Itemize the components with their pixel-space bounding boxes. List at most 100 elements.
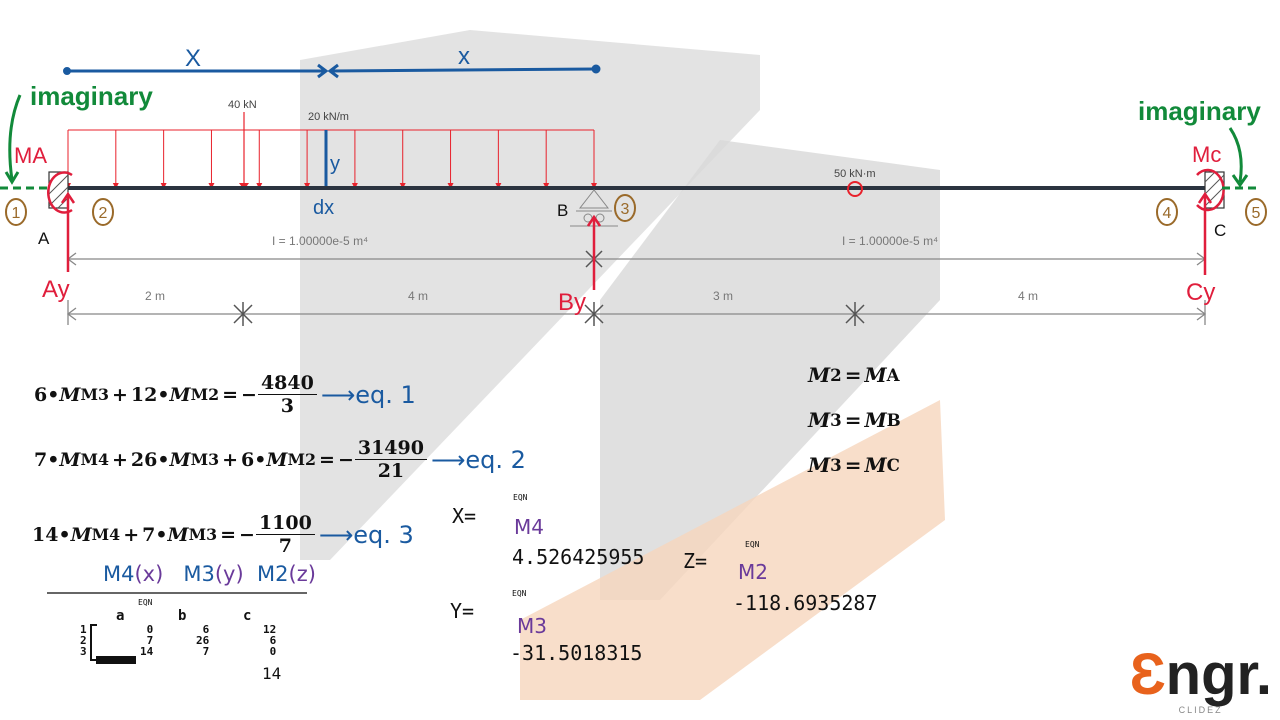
reaction-arrows (47, 168, 1225, 290)
node-label: 5 (1252, 205, 1261, 222)
matrix-screen-label: EQN (138, 598, 153, 607)
node-markers: 1 2 3 4 5 (5, 194, 1267, 226)
numerator: 4840 (257, 372, 317, 395)
eq-2-tag: ⟶eq. 2 (430, 445, 526, 474)
load-arrow (112, 130, 119, 189)
dimension-ticks (233, 250, 865, 326)
col-a-header: a (116, 608, 125, 624)
inertia-left-label: I = 1.00000e-5 m⁴ (272, 234, 368, 248)
span-3-label: 3 m (713, 289, 733, 303)
applied-moment-icon (847, 181, 863, 197)
span-1-label: 2 m (145, 289, 165, 303)
numerator: 31490 (354, 437, 427, 460)
z-var: M2 (738, 560, 768, 584)
inertia-right-label: I = 1.00000e-5 m⁴ (842, 234, 938, 248)
ma-label: MA (14, 143, 47, 168)
coef: 7 (142, 523, 156, 546)
matrix-headers: M4(x) M3(y) M2(z) (103, 562, 316, 586)
load-arrow (208, 130, 215, 189)
engr-logo: Ɛngr. CLIDEZ (1129, 642, 1272, 716)
var: M2 (190, 385, 220, 404)
watermark-gray (300, 30, 760, 560)
point-load-label: 40 kN (228, 99, 257, 111)
coef: 14 (32, 523, 59, 546)
node-marker: 1 (5, 198, 27, 226)
y-result-label: Y= (450, 599, 475, 623)
imaginary-right-label: imaginary (1138, 96, 1261, 126)
imaginary-left-label: imaginary (30, 81, 153, 111)
matrix-bracket (90, 624, 97, 661)
distributed-load-label: 20 kN/m (308, 111, 349, 123)
denominator: 3 (280, 395, 295, 417)
node-marker: 5 (1245, 198, 1267, 226)
x-right-label: x (458, 43, 470, 70)
x-left-label: X (185, 45, 201, 72)
cy-label: Cy (1186, 279, 1215, 306)
col-b-header: b (178, 608, 187, 624)
eq-label: eq. 2 (465, 445, 526, 474)
coef: 12 (130, 383, 158, 406)
x-result-label: X= (452, 504, 477, 528)
var: M3 (190, 450, 220, 469)
node-marker: 4 (1156, 198, 1178, 226)
x-screen-label: EQN (513, 493, 528, 502)
denominator: 7 (278, 535, 293, 557)
support-c-label: C (1214, 221, 1226, 240)
tick-mark (233, 302, 253, 326)
z-screen-label: EQN (745, 540, 760, 549)
mc-label: Mc (1192, 142, 1221, 167)
span-4-label: 4 m (1018, 289, 1038, 303)
node-marker: 3 (614, 194, 636, 222)
coef: 6 (34, 383, 48, 406)
eq-label: eq. 1 (355, 380, 416, 409)
var: M2 (287, 450, 317, 469)
support-a-label: A (38, 229, 50, 248)
eq-1-tag: ⟶eq. 1 (320, 380, 416, 409)
tick-mark (845, 302, 865, 326)
eq-3-tag: ⟶eq. 3 (318, 520, 414, 549)
x-dimension-arrows (63, 63, 601, 79)
z-value: -118.6935287 (733, 591, 878, 615)
var: M4 (80, 450, 109, 469)
by-label: By (558, 289, 586, 316)
node-label: 2 (99, 205, 108, 222)
matrix-cursor[interactable] (96, 656, 136, 664)
load-arrow (256, 130, 263, 189)
var: M3 (80, 385, 109, 404)
dimension-lines (66, 252, 1207, 325)
coef: 6 (241, 448, 255, 471)
numerator: 1100 (255, 512, 315, 535)
y-screen-label: EQN (512, 589, 527, 598)
divider (47, 592, 307, 594)
coef: 7 (34, 448, 48, 471)
y-var: M3 (517, 614, 547, 638)
matrix-extra: 14 (262, 664, 282, 683)
node-label: 1 (12, 205, 21, 222)
support-b-label: B (557, 201, 568, 220)
col-c-header: c (243, 608, 252, 624)
var: M3 (188, 525, 218, 544)
y-value: -31.5018315 (510, 641, 643, 665)
watermark-gray-2 (600, 140, 940, 600)
tick-mark (584, 302, 604, 326)
dx-label: dx (313, 197, 334, 219)
load-arrow (160, 130, 167, 189)
y-label: y (330, 153, 340, 175)
watermark-orange (520, 400, 945, 700)
node-label: 3 (621, 201, 630, 218)
span-2-label: 4 m (408, 289, 428, 303)
eq-label: eq. 3 (353, 520, 414, 549)
denominator: 21 (377, 460, 405, 482)
node-marker: 2 (92, 198, 114, 226)
x-var: M4 (514, 515, 544, 539)
